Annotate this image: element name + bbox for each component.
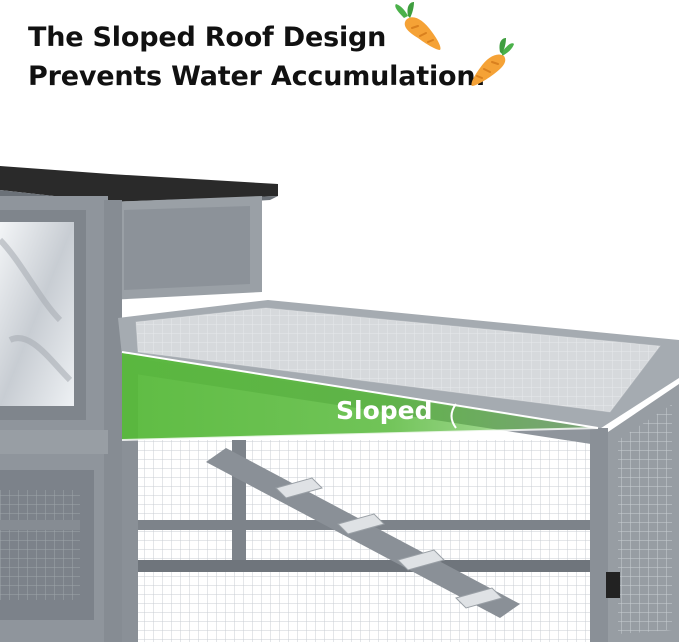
- headline-line-1: The Sloped Roof Design: [28, 22, 387, 53]
- headline: The Sloped Roof Design Prevents Water Ac…: [28, 18, 486, 96]
- slope-callout: [121, 351, 599, 441]
- slope-label: Sloped: [336, 396, 433, 425]
- carrot-icon: [471, 38, 514, 86]
- carrot-icon: [395, 2, 441, 50]
- hutch-main-body: [0, 166, 278, 642]
- headline-line-2: Prevents Water Accumulation.: [28, 61, 486, 92]
- hutch-run: [118, 300, 679, 642]
